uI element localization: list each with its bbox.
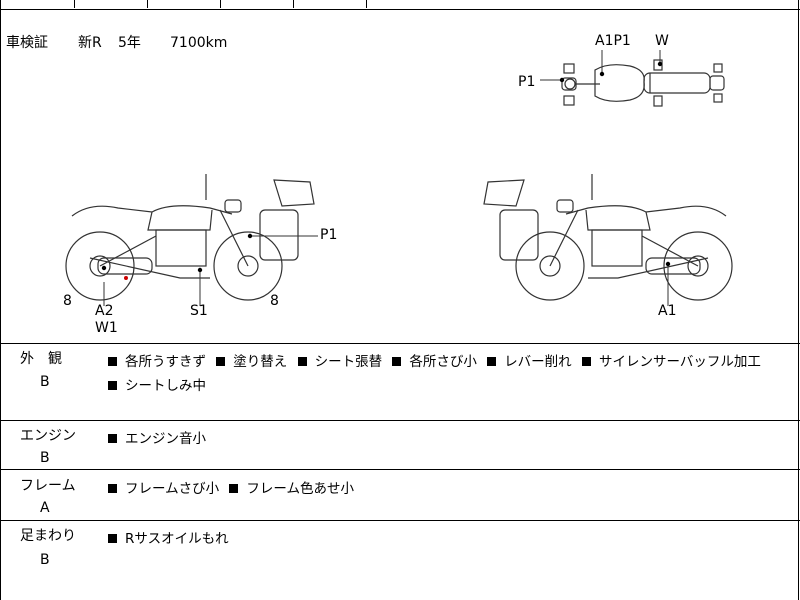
top-cell bbox=[0, 0, 75, 8]
top-label-w: W bbox=[655, 33, 669, 49]
section-grade-engine: B bbox=[40, 450, 50, 466]
list-item: 塗り替え bbox=[216, 350, 287, 370]
section-title-frame: フレーム bbox=[20, 478, 76, 494]
status-text: 新R bbox=[78, 35, 102, 51]
header-divider bbox=[0, 9, 800, 10]
top-cell bbox=[294, 0, 367, 8]
square-bullet-icon bbox=[108, 357, 117, 366]
motorcycle-top-view bbox=[540, 50, 725, 107]
left-border bbox=[0, 0, 1, 600]
section-items-engine: エンジン音小 bbox=[108, 427, 212, 447]
motorcycle-right-side-view bbox=[483, 174, 733, 306]
top-cell bbox=[221, 0, 294, 8]
right-border bbox=[798, 0, 799, 600]
left-label-8-front: 8 bbox=[63, 293, 72, 309]
top-label-a1p1: A1P1 bbox=[595, 33, 631, 49]
top-label-p1: P1 bbox=[518, 74, 536, 90]
left-label-w1: W1 bbox=[95, 320, 118, 336]
inspection-label: 車検証 bbox=[6, 35, 48, 51]
table-divider bbox=[0, 520, 800, 521]
section-title-suspension: 足まわり bbox=[20, 528, 76, 544]
years-text: 5年 bbox=[118, 35, 141, 51]
list-item: Rサスオイルもれ bbox=[108, 527, 229, 547]
square-bullet-icon bbox=[108, 484, 117, 493]
square-bullet-icon bbox=[297, 357, 307, 366]
list-item: 各所さび小 bbox=[392, 350, 477, 370]
square-bullet-icon bbox=[216, 357, 226, 366]
section-items-exterior-line2: シートしみ中 bbox=[108, 374, 212, 394]
list-item: エンジン音小 bbox=[108, 427, 206, 447]
square-bullet-icon bbox=[108, 534, 117, 543]
list-item: 各所うすきず bbox=[108, 350, 206, 370]
section-title-engine: エンジン bbox=[20, 428, 76, 444]
section-grade-frame: A bbox=[40, 500, 50, 516]
top-cell bbox=[148, 0, 221, 8]
motorcycle-left-side-view bbox=[65, 174, 318, 306]
section-items-suspension: Rサスオイルもれ bbox=[108, 527, 235, 547]
square-bullet-icon bbox=[108, 434, 117, 443]
table-divider bbox=[0, 343, 800, 344]
square-bullet-icon bbox=[487, 357, 497, 366]
right-label-a1: A1 bbox=[658, 303, 677, 319]
table-divider bbox=[0, 420, 800, 421]
list-item: サイレンサーバッフル加工 bbox=[581, 350, 761, 370]
square-bullet-icon bbox=[581, 357, 591, 366]
section-grade-exterior: B bbox=[40, 374, 50, 390]
list-item: シートしみ中 bbox=[108, 374, 206, 394]
section-items-frame: フレームさび小 フレーム色あせ小 bbox=[108, 477, 360, 497]
square-bullet-icon bbox=[392, 357, 402, 366]
table-divider bbox=[0, 469, 800, 470]
left-label-a2: A2 bbox=[95, 303, 114, 319]
list-item: フレームさび小 bbox=[108, 477, 219, 497]
left-label-8-rear: 8 bbox=[270, 293, 279, 309]
left-label-p1: P1 bbox=[320, 227, 338, 243]
left-label-s1: S1 bbox=[190, 303, 208, 319]
section-grade-suspension: B bbox=[40, 552, 50, 568]
section-items-exterior: 各所うすきず 塗り替え シート張替 各所さび小 レバー削れ サイレンサーバッフル… bbox=[108, 350, 767, 370]
square-bullet-icon bbox=[108, 381, 117, 390]
list-item: フレーム色あせ小 bbox=[229, 477, 354, 497]
mileage-text: 7100km bbox=[170, 35, 228, 51]
list-item: シート張替 bbox=[297, 350, 382, 370]
top-cell bbox=[75, 0, 148, 8]
section-title-exterior: 外 観 bbox=[20, 351, 62, 367]
list-item: レバー削れ bbox=[487, 350, 572, 370]
square-bullet-icon bbox=[229, 484, 239, 493]
